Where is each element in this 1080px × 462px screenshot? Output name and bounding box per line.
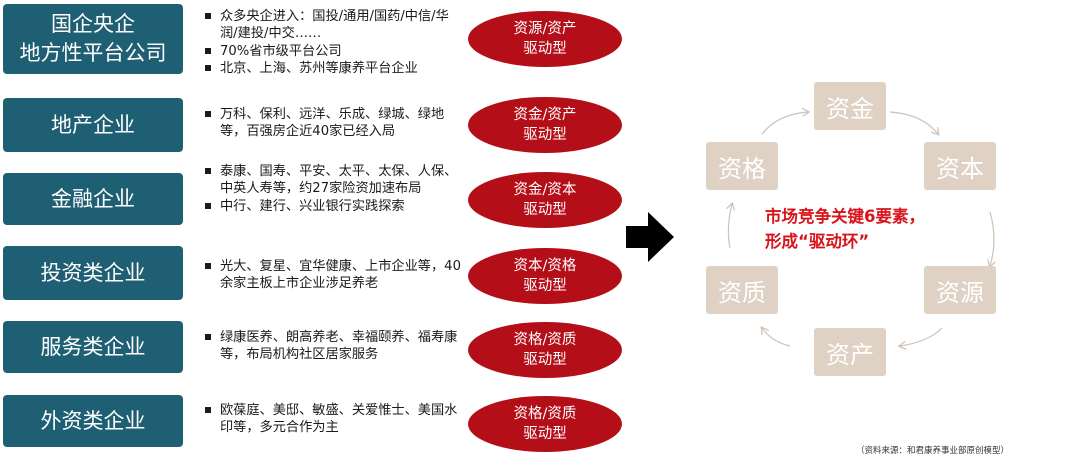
- bullet-list: 光大、复星、宜华健康、上市企业等，40余家主板上市企业涉足养老: [204, 258, 462, 293]
- bullet-item: 欧葆庭、美邸、敏盛、关爱惟士、美国水印等，多元合作为主: [204, 402, 462, 437]
- industry-row: 外资类企业 欧葆庭、美邸、敏盛、关爱惟士、美国水印等，多元合作为主 资格/资质 …: [0, 395, 640, 458]
- right-arrow-icon: [626, 212, 674, 262]
- bullet-list: 万科、保利、远洋、乐成、绿城、绿地等，百强房企近40家已经入局: [204, 106, 462, 141]
- driver-oval: 资源/资产 驱动型: [468, 11, 622, 67]
- bullet-item: 万科、保利、远洋、乐成、绿城、绿地等，百强房企近40家已经入局: [204, 106, 462, 141]
- driver-oval: 资金/资产 驱动型: [468, 97, 622, 153]
- bullet-item: 中行、建行、兴业银行实践探索: [204, 198, 462, 215]
- category-box: 国企央企 地方性平台公司: [3, 4, 183, 74]
- bullet-list: 泰康、国寿、平安、太平、太保、人保、中英人寿等，约27家险资加速布局 中行、建行…: [204, 163, 462, 215]
- bullet-item: 北京、上海、苏州等康养平台企业: [204, 60, 462, 77]
- category-box: 外资类企业: [3, 395, 183, 447]
- bullet-list: 欧葆庭、美邸、敏盛、关爱惟士、美国水印等，多元合作为主: [204, 402, 462, 437]
- industry-row: 国企央企 地方性平台公司 众多央企进入：国投/通用/国药/中信/华润/建投/中交…: [0, 4, 640, 76]
- industry-row: 投资类企业 光大、复星、宜华健康、上市企业等，40余家主板上市企业涉足养老 资本…: [0, 246, 640, 310]
- node-zige: 资格: [706, 142, 778, 190]
- bullet-item: 绿康医养、朗高养老、幸福颐养、福寿康等，布局机构社区居家服务: [204, 329, 462, 364]
- driver-oval: 资本/资格 驱动型: [468, 248, 622, 304]
- category-box: 投资类企业: [3, 246, 183, 300]
- node-zizhi: 资质: [706, 266, 778, 314]
- bullet-item: 70%省市级平台公司: [204, 43, 462, 60]
- driver-oval: 资格/资质 驱动型: [468, 322, 622, 378]
- bullet-list: 绿康医养、朗高养老、幸福颐养、福寿康等，布局机构社区居家服务: [204, 329, 462, 364]
- node-zichan: 资产: [814, 328, 886, 376]
- source-note: （资料来源：和君康养事业部原创模型）: [856, 446, 1010, 456]
- bullet-item: 光大、复星、宜华健康、上市企业等，40余家主板上市企业涉足养老: [204, 258, 462, 293]
- industry-row: 地产企业 万科、保利、远洋、乐成、绿城、绿地等，百强房企近40家已经入局 资金/…: [0, 97, 640, 158]
- bullet-item: 众多央企进入：国投/通用/国药/中信/华润/建投/中交……: [204, 8, 462, 43]
- category-box: 服务类企业: [3, 321, 183, 373]
- driver-oval: 资金/资本 驱动型: [468, 172, 622, 228]
- industry-row: 服务类企业 绿康医养、朗高养老、幸福颐养、福寿康等，布局机构社区居家服务 资格/…: [0, 321, 640, 383]
- category-box: 金融企业: [3, 173, 183, 225]
- node-zijin: 资金: [814, 82, 886, 130]
- category-box: 地产企业: [3, 98, 183, 152]
- bullet-item: 泰康、国寿、平安、太平、太保、人保、中英人寿等，约27家险资加速布局: [204, 163, 462, 198]
- node-ziyuan: 资源: [924, 266, 996, 314]
- node-ziben: 资本: [924, 142, 996, 190]
- industry-row: 金融企业 泰康、国寿、平安、太平、太保、人保、中英人寿等，约27家险资加速布局 …: [0, 163, 640, 228]
- driver-oval: 资格/资质 驱动型: [468, 396, 622, 452]
- bullet-list: 众多央企进入：国投/通用/国药/中信/华润/建投/中交…… 70%省市级平台公司…: [204, 8, 462, 78]
- cycle-arrows: [690, 70, 1030, 410]
- cycle-center-text: 市场竞争关键6要素， 形成“驱动环”: [765, 207, 925, 251]
